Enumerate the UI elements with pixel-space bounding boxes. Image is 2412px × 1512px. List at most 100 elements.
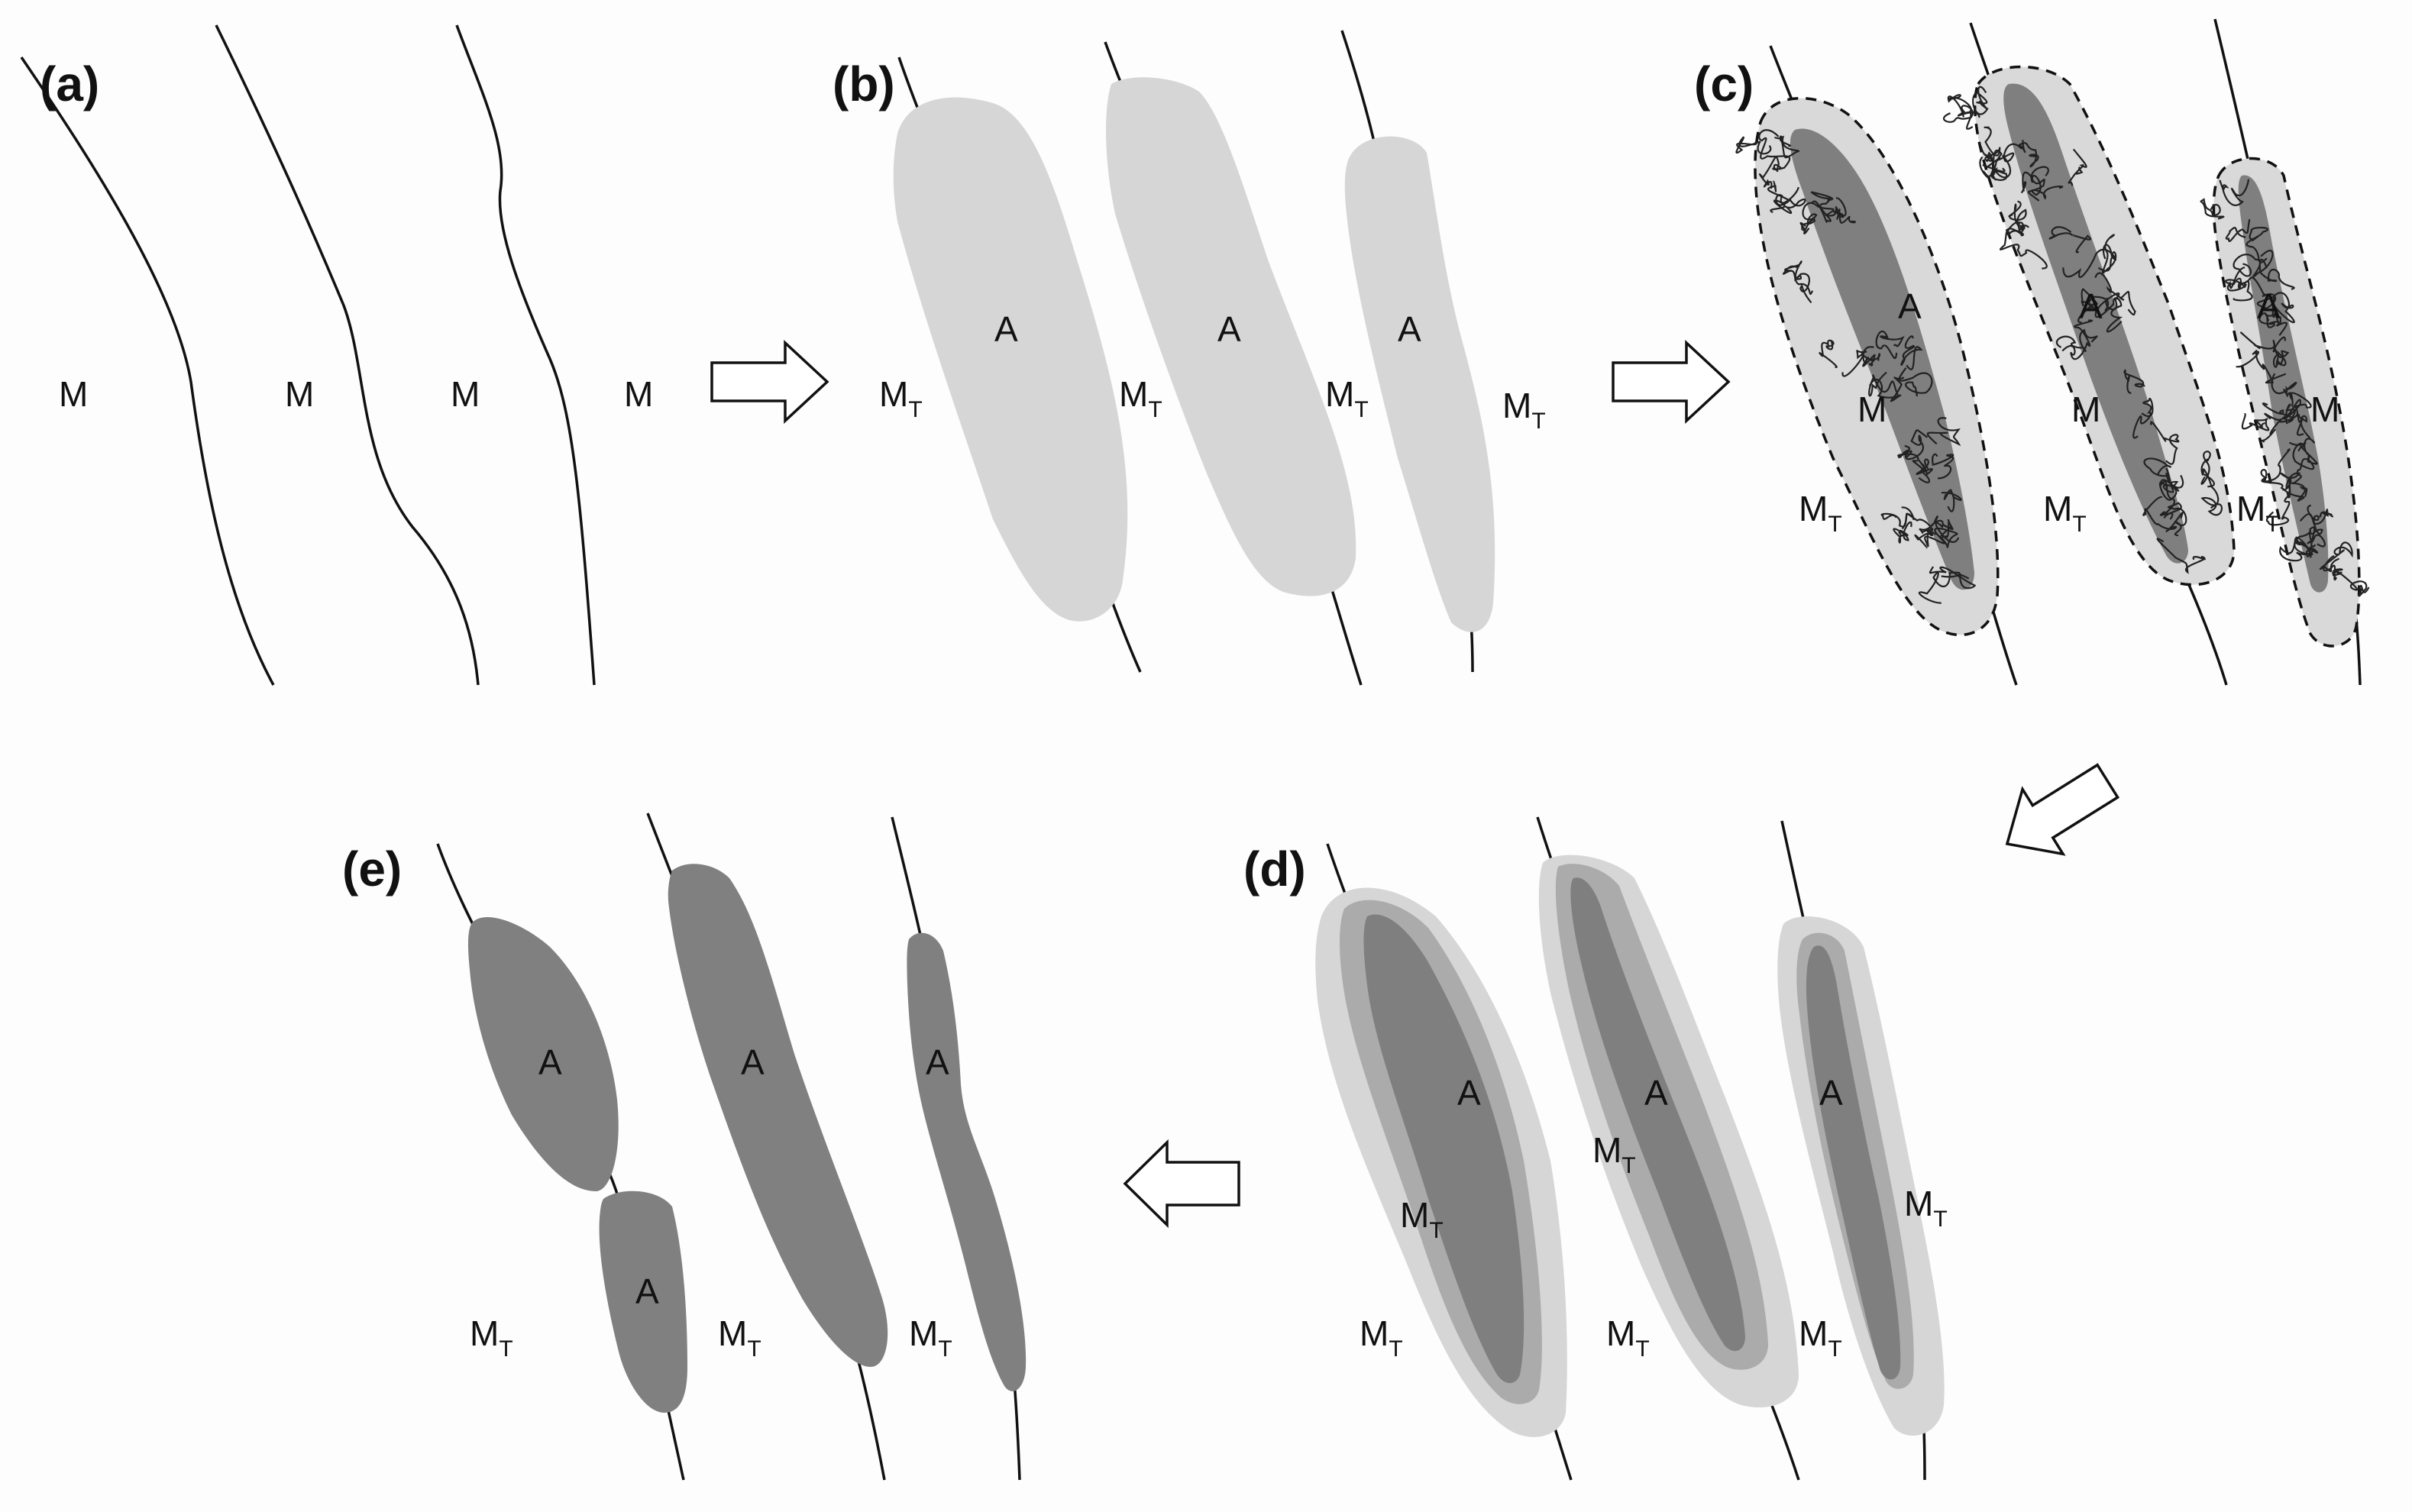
scribble-stroke — [2264, 412, 2311, 439]
scribble-stroke — [1774, 135, 1799, 159]
scribble-stroke — [1979, 156, 2006, 179]
arrow-left-icon — [1123, 1139, 1240, 1229]
label-a: A — [1644, 1073, 1668, 1113]
label-mt: MT — [909, 1313, 952, 1362]
scribble-stroke — [1901, 512, 1934, 549]
scribble-stroke — [1794, 260, 1812, 304]
scribble-stroke — [1782, 262, 1814, 295]
scribble-stroke — [1926, 417, 1961, 447]
scribble-stroke — [2258, 258, 2295, 290]
label-mt: MT — [1360, 1313, 1403, 1362]
scribble-stroke — [1984, 151, 2008, 181]
scribble-stroke — [2236, 350, 2287, 384]
scribble-stroke — [1898, 367, 1933, 397]
scribble-stroke — [2055, 328, 2098, 352]
panel-label: (e) — [342, 842, 402, 897]
label-m: M — [2071, 389, 2100, 429]
scribble-stroke — [2225, 218, 2251, 242]
label-m: M — [59, 374, 88, 414]
scribble-stroke — [1758, 156, 1783, 189]
scribble-stroke — [1943, 105, 1980, 123]
boundary-line — [455, 24, 596, 686]
scribble-stroke — [2336, 570, 2370, 597]
panel-e: (e) A A A A MT MT MT — [342, 813, 1027, 1481]
label-a: A — [1398, 309, 1421, 349]
scribble-stroke — [1992, 143, 2022, 179]
scribble-stroke — [2077, 288, 2098, 324]
scribble-stroke — [2018, 140, 2039, 168]
scribble-stroke — [2260, 448, 2291, 489]
scribble-stroke — [2245, 226, 2269, 263]
core-region — [2003, 83, 2188, 564]
scribble-stroke — [2262, 402, 2296, 425]
region-a — [893, 97, 1128, 622]
scribble-stroke — [2200, 468, 2223, 516]
scribble-stroke — [2150, 421, 2180, 465]
label-m: M — [1857, 389, 1887, 429]
scribble-stroke — [1735, 136, 1772, 155]
arrow-right-icon — [1612, 339, 1731, 425]
scribble-stroke — [2272, 292, 2295, 325]
scribble-stroke — [2087, 292, 2120, 312]
scribble-stroke — [1799, 213, 1818, 234]
panel-a: (a) M M M M — [20, 24, 653, 686]
boundary-line — [20, 57, 275, 686]
scribble-stroke — [2219, 179, 2249, 206]
label-mt: MT — [1502, 386, 1546, 434]
label-a: A — [1898, 286, 1922, 326]
scribble-stroke — [2020, 171, 2045, 202]
scribble-stroke — [2094, 297, 2123, 333]
label-a: A — [2257, 286, 2281, 326]
region-a — [668, 864, 888, 1367]
scribble-stroke — [2094, 272, 2137, 316]
scribble-stroke — [2271, 373, 2297, 407]
scribble-stroke — [2061, 319, 2094, 360]
scribble-stroke — [1810, 191, 1834, 223]
label-a: A — [635, 1271, 659, 1311]
scribble-stroke — [1819, 339, 1838, 368]
scribble-stroke — [1972, 86, 1989, 115]
scribble-stroke — [2159, 467, 2179, 501]
label-mt: MT — [2043, 489, 2087, 537]
scribble-stroke — [1918, 571, 1961, 604]
panel-d: (d) A A A MT MT MT MT MT MT — [1243, 816, 1948, 1481]
region-a — [599, 1191, 687, 1413]
scribble-stroke — [1941, 489, 1962, 512]
panel-b: (b) A A A MT MT MT MT — [833, 30, 1546, 686]
scribble-stroke — [2048, 226, 2091, 254]
scribble-stroke — [2068, 148, 2087, 186]
scribble-stroke — [1900, 335, 1923, 370]
scribble-stroke — [1932, 453, 1954, 480]
scribble-stroke — [1841, 350, 1881, 377]
scribble-stroke — [2226, 267, 2253, 302]
scribble-stroke — [2123, 369, 2145, 394]
scribble-stroke — [2030, 166, 2064, 200]
scribble-stroke — [1947, 94, 1974, 130]
scribble-stroke — [2265, 489, 2291, 526]
label-a: A — [994, 309, 1018, 349]
label-mt: MT — [1592, 1130, 1636, 1178]
label-m: M — [451, 374, 480, 414]
label-a: A — [1457, 1073, 1481, 1113]
label-m: M — [285, 374, 314, 414]
scribble-stroke — [2062, 244, 2116, 278]
panel-label: (c) — [1694, 57, 1754, 111]
region-a — [1344, 136, 1495, 632]
label-mt: MT — [1119, 374, 1162, 422]
scribble-stroke — [1875, 330, 1905, 360]
label-mt: MT — [1799, 489, 1842, 537]
region-a — [1106, 77, 1356, 596]
scribble-stroke — [2299, 509, 2333, 525]
scribble-stroke — [1980, 126, 2001, 163]
scribble-stroke — [2200, 198, 2225, 220]
label-a: A — [1819, 1073, 1843, 1113]
scribble-stroke — [2163, 502, 2187, 537]
arrow-down-left-icon — [2005, 763, 2120, 856]
scribble-stroke — [1770, 198, 1806, 215]
scribble-stroke — [2319, 541, 2353, 573]
label-mt: MT — [1904, 1184, 1948, 1232]
scribble-stroke — [2156, 538, 2206, 574]
label-mt: MT — [1325, 374, 1369, 422]
label-mt: MT — [2236, 489, 2280, 537]
core-region — [1790, 128, 1974, 590]
